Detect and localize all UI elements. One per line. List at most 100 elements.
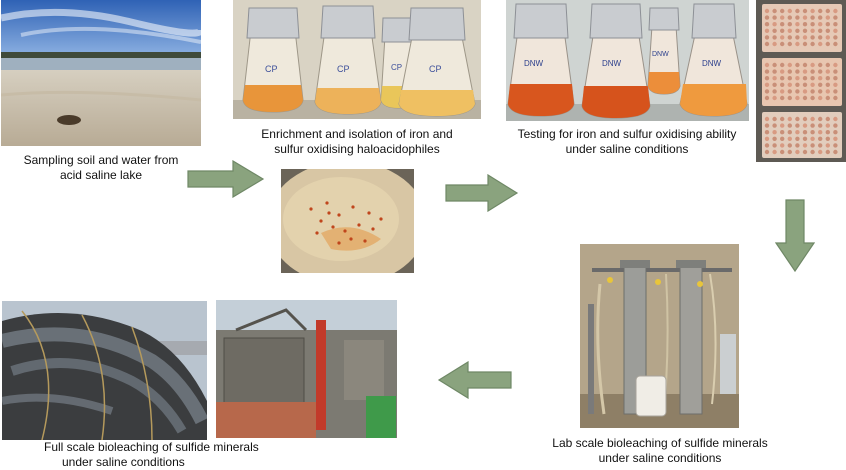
flask [242, 7, 304, 113]
plate-well [772, 82, 777, 88]
plate-well [787, 69, 792, 74]
plate-well [764, 15, 770, 20]
plate-well [764, 123, 770, 128]
photo-enrichment-flasks: CP CP CP CP [233, 0, 481, 119]
flask-label: DNW [702, 59, 722, 68]
photo-isolation-plate [281, 169, 414, 273]
caption-line: Enrichment and isolation of iron and [261, 127, 453, 141]
plate-well [764, 62, 770, 68]
plate-well [810, 22, 815, 27]
plate-well [810, 8, 815, 14]
plate-well [825, 95, 830, 101]
plate-well [780, 149, 785, 155]
colony-dot [367, 211, 371, 215]
plate-well [795, 123, 800, 128]
plate-well [795, 89, 800, 94]
plate-well [787, 95, 792, 101]
plate-well [772, 143, 777, 148]
colony-dot [337, 213, 341, 217]
colony-dot [315, 231, 319, 235]
plate-well [780, 76, 785, 81]
plate-well [802, 143, 808, 148]
caption-enrichment: Enrichment and isolation of iron and sul… [237, 127, 477, 157]
plate-well [772, 130, 777, 135]
plate-well [818, 28, 823, 33]
plate-well [802, 28, 808, 33]
plate-well [787, 28, 792, 33]
plate-well [833, 28, 838, 33]
plate-well [787, 123, 792, 128]
plate-well [810, 130, 815, 135]
plate-well [802, 8, 808, 14]
plate-well [825, 123, 830, 128]
caption-line: under saline conditions [598, 451, 722, 465]
plate-well [810, 136, 815, 141]
plate-well [802, 22, 808, 27]
colony-dot [371, 227, 375, 231]
colony-dot [351, 205, 355, 209]
plate-well [818, 89, 823, 94]
plate-well [825, 69, 830, 74]
plate-well [795, 15, 800, 20]
plate-well [764, 41, 770, 47]
plate-well [795, 136, 800, 141]
plate-well [825, 8, 830, 14]
plate-well [764, 95, 770, 101]
plate-well [795, 95, 800, 101]
plate-well [810, 149, 815, 155]
plate-well [780, 8, 785, 14]
plate-well [764, 82, 770, 88]
plate-well [764, 28, 770, 33]
plate-well [810, 82, 815, 88]
plate-well [833, 116, 838, 122]
plate-well [795, 8, 800, 14]
plate-well [780, 130, 785, 135]
flask-label: DNW [652, 51, 669, 58]
plate-well [833, 143, 838, 148]
flask-label: CP [337, 64, 350, 74]
plate-well [818, 123, 823, 128]
caption-line: under saline conditions [62, 455, 185, 469]
plate-well [818, 62, 823, 68]
plate-well [780, 41, 785, 47]
plate-well [780, 28, 785, 33]
plate-well [825, 41, 830, 47]
plate-well [802, 15, 808, 20]
plate-well [810, 76, 815, 81]
plate-well [802, 62, 808, 68]
plate-well [764, 8, 770, 14]
plate-well [795, 41, 800, 47]
plate-well [772, 95, 777, 101]
flask-label: CP [391, 63, 402, 72]
plate-well [825, 116, 830, 122]
plate-well [818, 149, 823, 155]
plate-well [833, 82, 838, 88]
plate-well [818, 69, 823, 74]
plate-well [833, 22, 838, 27]
plate-well [818, 130, 823, 135]
plate-well [764, 149, 770, 155]
flask-label: CP [429, 64, 442, 74]
plate-well [825, 15, 830, 20]
caption-line: Testing for iron and sulfur oxidising ab… [517, 127, 737, 141]
plate-well [833, 35, 838, 40]
caption-full-scale: Full scale bioleaching of sulfide minera… [44, 440, 304, 470]
plate-well [818, 95, 823, 101]
plate-well [802, 116, 808, 122]
photo-full-scale-plant [216, 300, 397, 438]
plate-well [787, 89, 792, 94]
colony-dot [343, 229, 347, 233]
plate-well [810, 62, 815, 68]
plate-well [787, 82, 792, 88]
plate-well [764, 76, 770, 81]
plate-well [802, 89, 808, 94]
plate-well [810, 69, 815, 74]
plate-well [825, 136, 830, 141]
plate-well [825, 82, 830, 88]
plate-well [825, 130, 830, 135]
plate-well [772, 35, 777, 40]
plate-well [795, 76, 800, 81]
plate-well [802, 130, 808, 135]
plate-well [795, 28, 800, 33]
photo-testing-flasks: DNW DNW DNW DNW [506, 0, 749, 121]
